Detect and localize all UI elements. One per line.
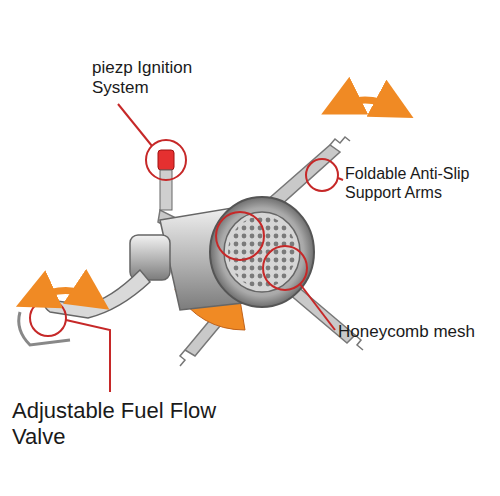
ignition-label: piezp Ignition System: [92, 58, 214, 99]
support-arms-label: Foldable Anti-Slip Support Arms: [345, 164, 495, 202]
mesh-label: Honeycomb mesh: [338, 322, 493, 342]
valve-label: Adjustable Fuel Flow Valve: [12, 398, 237, 451]
